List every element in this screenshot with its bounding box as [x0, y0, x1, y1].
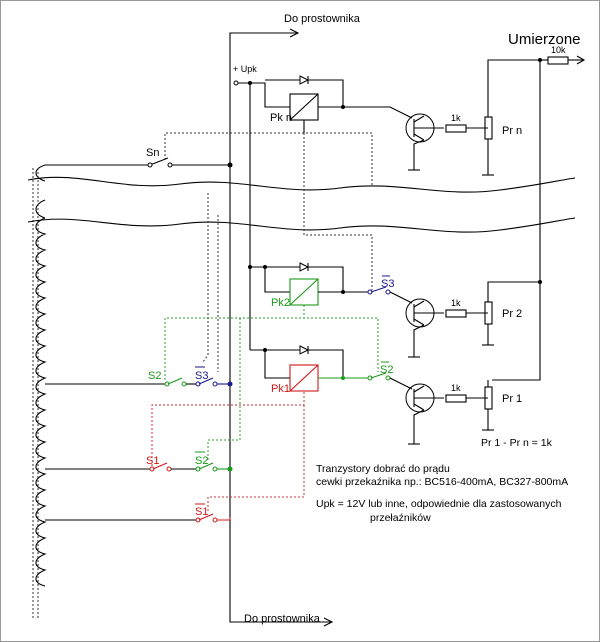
break-line-upper [27, 176, 576, 193]
link-s2bar-dashed [207, 318, 241, 460]
switch-s3bar-right-label: S3 [381, 278, 394, 290]
pot-pr2 [482, 280, 542, 346]
pot-pr1 [482, 380, 494, 431]
switch-sn [45, 157, 233, 168]
pot-pr2-label: Pr 2 [502, 308, 522, 320]
bottom-rectifier-label: Do prostownika [244, 613, 321, 625]
pot-pr1-label: Pr 1 [502, 393, 522, 405]
bottom-output-line [229, 517, 334, 627]
tap-row-s1-s2bar [45, 451, 233, 472]
break-line-lower [27, 217, 576, 233]
switch-s2bar-right-label: S2 [380, 364, 393, 376]
pot-prn [482, 59, 540, 176]
note-upk-2: przełaźników [370, 512, 431, 524]
resistor-r1-label: 1k [451, 383, 461, 393]
relay-pkn-block [250, 75, 413, 133]
resistor-rn [445, 124, 488, 133]
resistor-r1 [445, 394, 488, 403]
pot-prn-label: Pr n [502, 125, 522, 137]
note-transistors-2: cewki przekaźnika np.: BC516-400mA, BC32… [316, 476, 568, 488]
switch-sn-label: Sn [146, 147, 159, 159]
relay-pkn-label: Pk n [270, 112, 292, 124]
sn-link-dashed [164, 132, 373, 185]
switch-s2bar-right [367, 361, 413, 390]
link-s1bar-dashed [207, 405, 305, 512]
top-output-line [229, 28, 300, 164]
resistor-rn-label: 1k [451, 113, 461, 123]
supply-rail [233, 80, 252, 350]
relay-pk1-block [250, 345, 368, 392]
link-s3-dashed [202, 193, 209, 363]
note-pot-range: Pr 1 - Pr n = 1k [481, 437, 553, 449]
transistor-2 [405, 298, 444, 358]
transformer-winding [32, 164, 47, 620]
relay-pk2-label: Pk2 [271, 297, 290, 309]
switch-s3bar-right [367, 275, 413, 304]
resistor-r2 [445, 309, 488, 318]
resistor-top-label: 10k [551, 45, 566, 55]
switch-s3bar-label: S3 [195, 370, 208, 382]
supply-label: + Upk [233, 64, 257, 74]
top-rectifier-label: Do prostownika [284, 13, 361, 25]
link-pkn-dashed [303, 133, 373, 290]
measured-rail [492, 55, 586, 381]
switch-s1-label: S1 [146, 455, 159, 467]
relay-pk1-label: Pk1 [271, 383, 290, 395]
relay-pk2-block [248, 262, 368, 306]
link-pk2-s2-dashed [164, 317, 379, 380]
link-pk1-s1-dashed [151, 391, 305, 466]
tap-row-s2-s3bar [45, 366, 233, 387]
note-upk-1: Upk = 12V lub inne, odpowiednie dla zast… [316, 498, 562, 510]
measured-label: Umierzone [508, 31, 581, 48]
resistor-r2-label: 1k [451, 298, 461, 308]
transistor-n [405, 113, 444, 171]
transistor-1 [405, 383, 444, 445]
note-transistors-1: Tranzystory dobrać do prądu [316, 463, 450, 475]
switch-s2bar-label: S2 [195, 455, 208, 467]
switch-s2-label: S2 [148, 370, 161, 382]
tap-row-s1bar [45, 503, 231, 523]
switch-s1bar-label: S1 [195, 506, 208, 518]
